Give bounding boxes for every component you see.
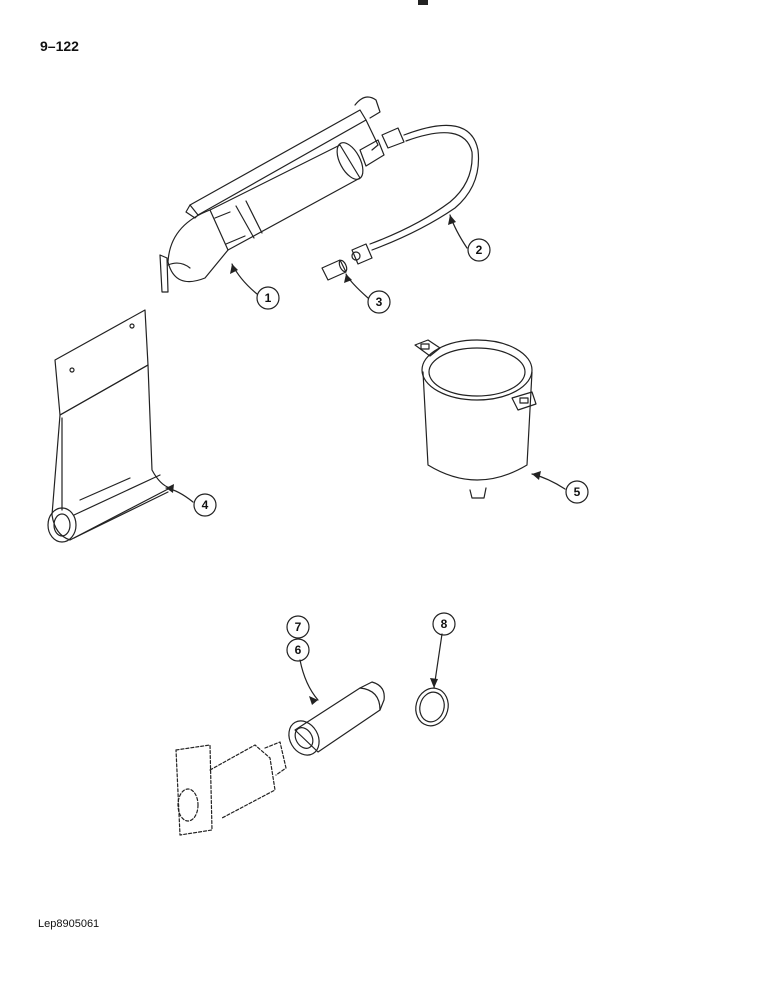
bracket-plate-part [47, 309, 171, 543]
container-part [414, 339, 537, 499]
hose-part [351, 124, 480, 265]
leader-arrowheads [166, 215, 541, 705]
callout-circles [193, 238, 589, 662]
callout-2: 2 [476, 243, 483, 257]
threaded-sleeve-part [288, 681, 385, 756]
callout-3: 3 [376, 295, 383, 309]
reference-fitting-outline [175, 741, 287, 836]
callout-4: 4 [202, 498, 209, 512]
callout-7: 7 [295, 620, 302, 634]
leader-lines [165, 214, 566, 701]
page-number: 9–122 [40, 38, 79, 54]
grease-gun-part [159, 96, 385, 293]
callout-8: 8 [441, 617, 448, 631]
callout-6: 6 [295, 643, 302, 657]
callout-1: 1 [265, 291, 272, 305]
nozzle-part [321, 259, 348, 281]
callout-5: 5 [574, 485, 581, 499]
washer-part [415, 687, 449, 727]
reference-code: Lep8905061 [38, 918, 100, 930]
